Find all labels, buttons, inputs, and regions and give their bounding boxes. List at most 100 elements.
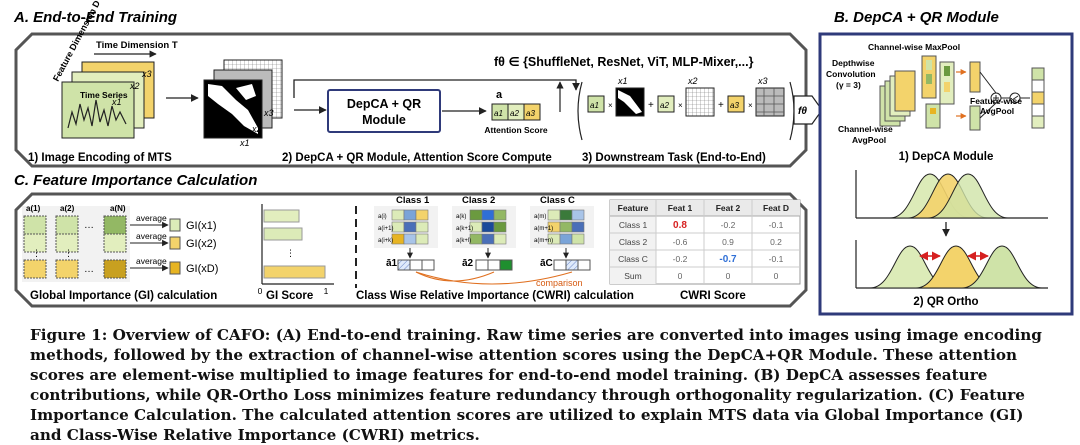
svg-text:āC: āC [540, 258, 553, 269]
svg-text:a2: a2 [510, 109, 519, 118]
depca-box-line1: DepCA + QR [347, 97, 421, 111]
svg-text:a(k+1): a(k+1) [456, 226, 473, 232]
svg-text:a1: a1 [590, 101, 599, 110]
overview-figure: A. End-to-End Training Time Series x1 x2… [13, 0, 1074, 316]
model-formula: fθ ∈ {ShuffleNet, ResNet, ViT, MLP-Mixer… [494, 55, 754, 69]
fw-l2: AvgPool [980, 106, 1014, 116]
img-x1: x1 [239, 138, 250, 148]
gi-swatch-d [169, 261, 181, 275]
cwri-cell: -0.1 [769, 254, 784, 264]
svg-text:a(m+n): a(m+n) [534, 238, 553, 244]
panel-c-title: C. Feature Importance Calculation [14, 172, 257, 189]
depca-qr-box [327, 89, 441, 133]
average-2: average [136, 231, 167, 241]
panel-b-title: B. DepCA + QR Module [834, 9, 999, 26]
svg-text:a3: a3 [730, 101, 739, 110]
svg-text:a(k+l): a(k+l) [456, 238, 471, 244]
svg-text:×: × [678, 101, 683, 110]
img-x3: x3 [263, 108, 274, 118]
cwri-header: Feat 1 [668, 203, 693, 213]
step3-label: 3) Downstream Task (End-to-End) [582, 152, 766, 164]
class1-label: Class 1 [396, 195, 430, 206]
cwri-cell: 0.2 [770, 237, 782, 247]
cwri-header: Feat 2 [716, 203, 741, 213]
svg-text:ā1: ā1 [386, 258, 398, 269]
depthwise-l3: (γ = 3) [836, 80, 861, 90]
x1-label: x1 [111, 97, 122, 107]
time-dim-label: Time Dimension T [96, 40, 178, 51]
cwri-row-label: Sum [624, 271, 641, 281]
encoded-image-stack [203, 59, 283, 139]
svg-text:a(1): a(1) [26, 204, 41, 213]
panel-c-frame [14, 192, 808, 308]
cwri-row-label: Class C [618, 254, 648, 264]
cwri-cell: 0.9 [722, 237, 734, 247]
svg-text:⋮: ⋮ [64, 248, 73, 258]
svg-text:×: × [608, 101, 613, 110]
average-d: average [136, 256, 167, 266]
svg-text:×: × [748, 101, 753, 110]
maxpool-label: Channel-wise MaxPool [868, 42, 960, 52]
overlap-curves-top [855, 170, 1048, 219]
x3-label: x3 [141, 69, 152, 79]
svg-text:…: … [84, 220, 94, 231]
time-series-label: Time Series [80, 90, 128, 100]
svg-text:a(i+k): a(i+k) [378, 238, 393, 244]
cwri-row-label: Class 1 [619, 220, 648, 230]
class-groups: a(i) a(i+1) a(i+k) a(k) a(k+1) a(k+l) a(… [374, 206, 594, 285]
cwri-cell: -0.1 [769, 220, 784, 230]
average-1: average [136, 213, 167, 223]
svg-text:+: + [648, 100, 654, 111]
cwri-cell: 0 [678, 271, 683, 281]
comparison-label: comparison [536, 278, 583, 288]
x2-label: x2 [129, 81, 140, 91]
svg-text:a(i): a(i) [378, 214, 387, 220]
gi-bar-d [263, 265, 326, 279]
svg-text:ā2: ā2 [462, 258, 474, 269]
gi-axis-0: 0 [258, 286, 263, 296]
gi-axis-1: 1 [324, 286, 329, 296]
gi-x2: GI(x2) [186, 238, 217, 250]
cwri-row-label: Class 2 [619, 237, 648, 247]
cwri-cell: 0 [726, 271, 731, 281]
gi-score-chart: ⋮ [261, 204, 334, 285]
svg-text:⋮: ⋮ [32, 248, 41, 258]
classC-label: Class C [540, 195, 575, 206]
weighted-sum: a1 × x1 + a2 × x2 + a3 × x3 [577, 76, 795, 141]
cwri-cell: -0.2 [721, 220, 736, 230]
cwri-cell: -0.2 [673, 254, 688, 264]
gi-xd: GI(xD) [186, 263, 218, 275]
svg-text:…: … [84, 264, 94, 275]
depca-box-line2: Module [362, 113, 406, 127]
cw-l1: Channel-wise [838, 124, 893, 134]
cwri-table [609, 199, 801, 285]
cwri-cell: -0.6 [673, 237, 688, 247]
svg-text:a(k): a(k) [456, 214, 466, 220]
gi-swatch-2 [169, 236, 181, 250]
attention-score-label: Attention Score [484, 125, 548, 135]
svg-text:⋮: ⋮ [286, 248, 295, 258]
svg-text:x1: x1 [617, 76, 628, 86]
attention-vector: a1 a2 a3 [491, 103, 541, 121]
cwri-cell: -0.7 [719, 254, 737, 265]
gi-bar-2 [263, 227, 303, 241]
cwri-score-label: CWRI Score [680, 290, 746, 302]
time-series-stack [61, 61, 155, 139]
depca-module-diagram [879, 55, 1045, 131]
qr-ortho-label: 2) QR Ortho [913, 296, 978, 308]
f-theta-box [793, 95, 823, 125]
svg-text:a1: a1 [494, 109, 503, 118]
step2-label: 2) DepCA + QR Module, Attention Score Co… [282, 152, 552, 164]
depthwise-l1: Depthwise [832, 58, 875, 68]
svg-text:a(m): a(m) [534, 214, 546, 220]
class2-label: Class 2 [462, 195, 495, 206]
cwri-header: Feat D [763, 203, 789, 213]
depca-module-label: 1) DepCA Module [899, 151, 994, 163]
depthwise-l2: Convolution [826, 69, 876, 79]
svg-text:a(2): a(2) [60, 204, 75, 213]
fw-l1: Feature-wise [970, 96, 1022, 106]
cwri-header: Feature [618, 203, 649, 213]
svg-text:a(N): a(N) [110, 204, 126, 213]
gi-swatch-1 [169, 218, 181, 232]
average-arrows [130, 221, 169, 272]
